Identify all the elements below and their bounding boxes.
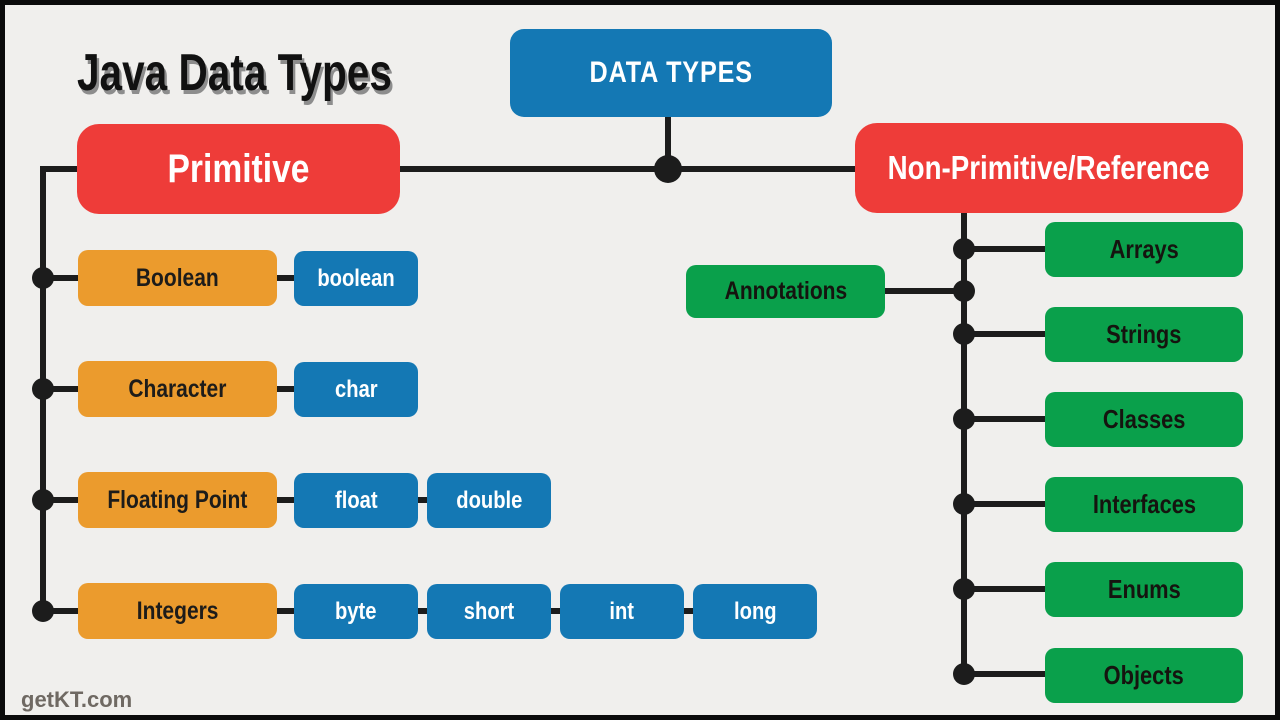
node-annotations-label: Annotations <box>724 277 847 305</box>
junction-dot-boolean <box>32 267 54 289</box>
node-primitive-label: Primitive <box>167 146 310 191</box>
node-type-float: float <box>294 473 418 528</box>
connector-right-trunk <box>961 210 967 677</box>
node-type-boolean: boolean <box>294 251 418 306</box>
node-classes: Classes <box>1045 392 1243 447</box>
node-strings: Strings <box>1045 307 1243 362</box>
node-category-boolean-label: Boolean <box>136 263 219 292</box>
node-type-char-label: char <box>334 375 378 403</box>
node-arrays-label: Arrays <box>1109 234 1179 264</box>
node-enums-label: Enums <box>1107 574 1181 604</box>
node-interfaces-label: Interfaces <box>1092 489 1196 519</box>
node-strings-label: Strings <box>1106 319 1182 349</box>
connector-root-drop <box>665 113 671 169</box>
node-non-primitive: Non-Primitive/Reference <box>855 123 1243 213</box>
node-category-boolean: Boolean <box>78 250 277 306</box>
junction-dot-annotations <box>953 280 975 302</box>
node-annotations: Annotations <box>686 265 885 318</box>
junction-dot-enums <box>953 578 975 600</box>
watermark: getKT.com <box>21 687 133 712</box>
node-type-int-label: int <box>609 597 635 625</box>
junction-dot-strings <box>953 323 975 345</box>
node-type-boolean-label: boolean <box>317 264 395 292</box>
node-category-floating-point: Floating Point <box>78 472 277 528</box>
connector-annotations <box>882 288 967 294</box>
node-type-long-label: long <box>733 597 777 625</box>
node-interfaces: Interfaces <box>1045 477 1243 532</box>
node-type-byte: byte <box>294 584 418 639</box>
junction-dot-floating-point <box>32 489 54 511</box>
node-enums: Enums <box>1045 562 1243 617</box>
junction-dot-classes <box>953 408 975 430</box>
node-category-floating-point-label: Floating Point <box>107 485 248 514</box>
node-type-int: int <box>560 584 684 639</box>
node-category-character-label: Character <box>128 374 227 403</box>
node-category-integers: Integers <box>78 583 277 639</box>
junction-dot-interfaces <box>953 493 975 515</box>
node-objects-label: Objects <box>1103 660 1185 690</box>
node-objects: Objects <box>1045 648 1243 703</box>
node-classes-label: Classes <box>1102 404 1186 434</box>
junction-dot-integers <box>32 600 54 622</box>
connector-strings <box>964 331 1049 337</box>
node-data-types-label: DATA TYPES <box>589 56 753 89</box>
node-non-primitive-label: Non-Primitive/Reference <box>888 149 1210 186</box>
node-arrays: Arrays <box>1045 222 1243 277</box>
connector-enums <box>964 586 1049 592</box>
node-data-types: DATA TYPES <box>510 29 832 117</box>
node-type-float-label: float <box>334 486 378 514</box>
node-category-character: Character <box>78 361 277 417</box>
connector-left-elbow <box>40 166 85 172</box>
connector-interfaces <box>964 501 1049 507</box>
junction-dot-character <box>32 378 54 400</box>
connector-arrays <box>964 246 1049 252</box>
node-type-short-label: short <box>463 597 515 625</box>
node-type-double: double <box>427 473 551 528</box>
node-type-short: short <box>427 584 551 639</box>
node-type-double-label: double <box>455 486 523 514</box>
node-type-char: char <box>294 362 418 417</box>
connector-root-horizontal <box>395 166 860 172</box>
node-primitive: Primitive <box>77 124 400 214</box>
node-category-integers-label: Integers <box>136 596 219 625</box>
junction-dot-arrays <box>953 238 975 260</box>
node-type-byte-label: byte <box>335 597 377 625</box>
connector-objects <box>964 671 1049 677</box>
node-type-long: long <box>693 584 817 639</box>
page-title: Java Data Types <box>77 44 392 102</box>
connector-classes <box>964 416 1049 422</box>
junction-dot-objects <box>953 663 975 685</box>
junction-dot-root <box>654 155 682 183</box>
